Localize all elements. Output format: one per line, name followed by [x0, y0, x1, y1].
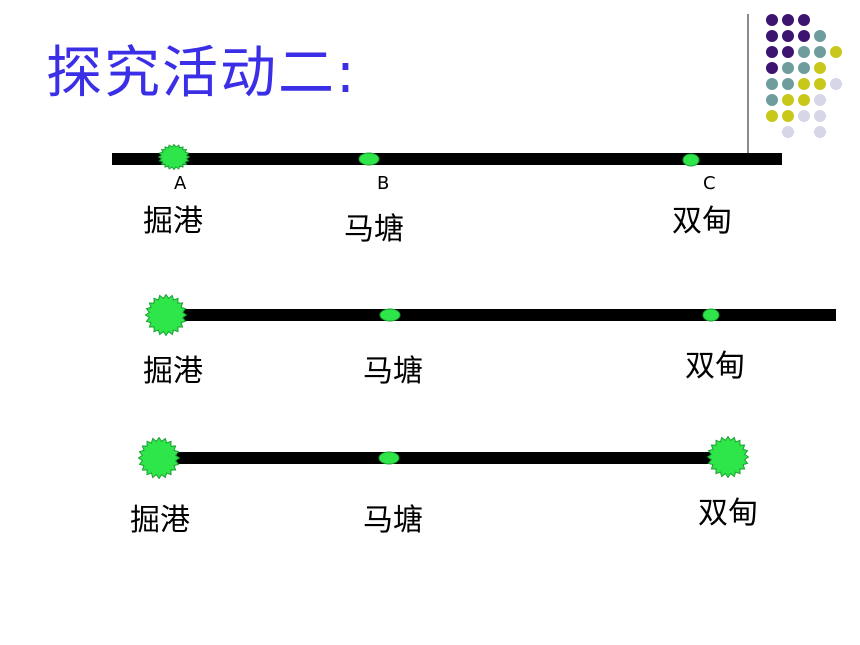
decor-dot — [766, 94, 778, 106]
oval — [702, 308, 720, 322]
route-line-1 — [112, 153, 782, 165]
decor-divider-line — [747, 14, 749, 156]
stop-letter-b: B — [377, 173, 390, 194]
place-name-juegang: 掘港 — [143, 354, 203, 389]
decor-dot — [766, 14, 778, 26]
place-name-matang: 马塘 — [363, 503, 423, 538]
route-line-2 — [166, 309, 836, 321]
stop-marker-a-icon — [158, 144, 190, 170]
starburst — [145, 294, 187, 336]
place-name-juegang: 掘港 — [130, 503, 190, 538]
decor-dot — [830, 46, 842, 58]
oval — [682, 153, 700, 167]
decor-dot — [830, 78, 842, 90]
decor-dot — [814, 94, 826, 106]
place-name-shuangdian: 双甸 — [672, 204, 732, 239]
decor-dot — [814, 126, 826, 138]
decor-dot — [814, 46, 826, 58]
decor-dot — [814, 62, 826, 74]
decor-dot — [798, 62, 810, 74]
decor-dot — [798, 30, 810, 42]
decor-dot — [814, 30, 826, 42]
stop-marker-b-icon — [378, 451, 400, 465]
stop-marker-c-icon — [682, 153, 700, 167]
oval — [358, 152, 380, 166]
starburst — [158, 144, 190, 170]
decor-dot — [782, 30, 794, 42]
decor-dot — [782, 110, 794, 122]
decor-dot — [782, 78, 794, 90]
place-name-matang: 马塘 — [363, 354, 423, 389]
decor-dot — [782, 94, 794, 106]
slide-title: 探究活动二: — [46, 41, 357, 106]
stop-marker-c-icon — [702, 308, 720, 322]
place-name-matang: 马塘 — [344, 212, 404, 247]
decor-dot — [782, 126, 794, 138]
stop-marker-b-icon — [358, 152, 380, 166]
decor-dot — [766, 30, 778, 42]
stop-marker-c-icon — [707, 436, 749, 478]
decor-dot — [798, 110, 810, 122]
place-name-juegang: 掘港 — [143, 204, 203, 239]
decor-dot — [766, 46, 778, 58]
decor-dot — [766, 62, 778, 74]
route-line-3 — [160, 452, 730, 464]
decor-dot — [766, 78, 778, 90]
starburst — [138, 437, 180, 479]
place-name-shuangdian: 双甸 — [685, 349, 745, 384]
starburst — [707, 436, 749, 478]
place-name-shuangdian: 双甸 — [698, 496, 758, 531]
oval — [378, 451, 400, 465]
decor-dot — [798, 94, 810, 106]
stop-marker-a-icon — [138, 437, 180, 479]
decor-dot — [766, 110, 778, 122]
stop-letter-c: C — [703, 173, 716, 194]
decor-dot — [782, 46, 794, 58]
decor-dot — [782, 14, 794, 26]
decor-dot — [798, 14, 810, 26]
decor-dot — [798, 78, 810, 90]
decor-dot — [814, 110, 826, 122]
decor-dot — [814, 78, 826, 90]
oval — [379, 308, 401, 322]
stop-marker-b-icon — [379, 308, 401, 322]
decor-dot — [782, 62, 794, 74]
stop-marker-a-icon — [145, 294, 187, 336]
decor-dot — [798, 46, 810, 58]
stop-letter-a: A — [174, 173, 187, 194]
